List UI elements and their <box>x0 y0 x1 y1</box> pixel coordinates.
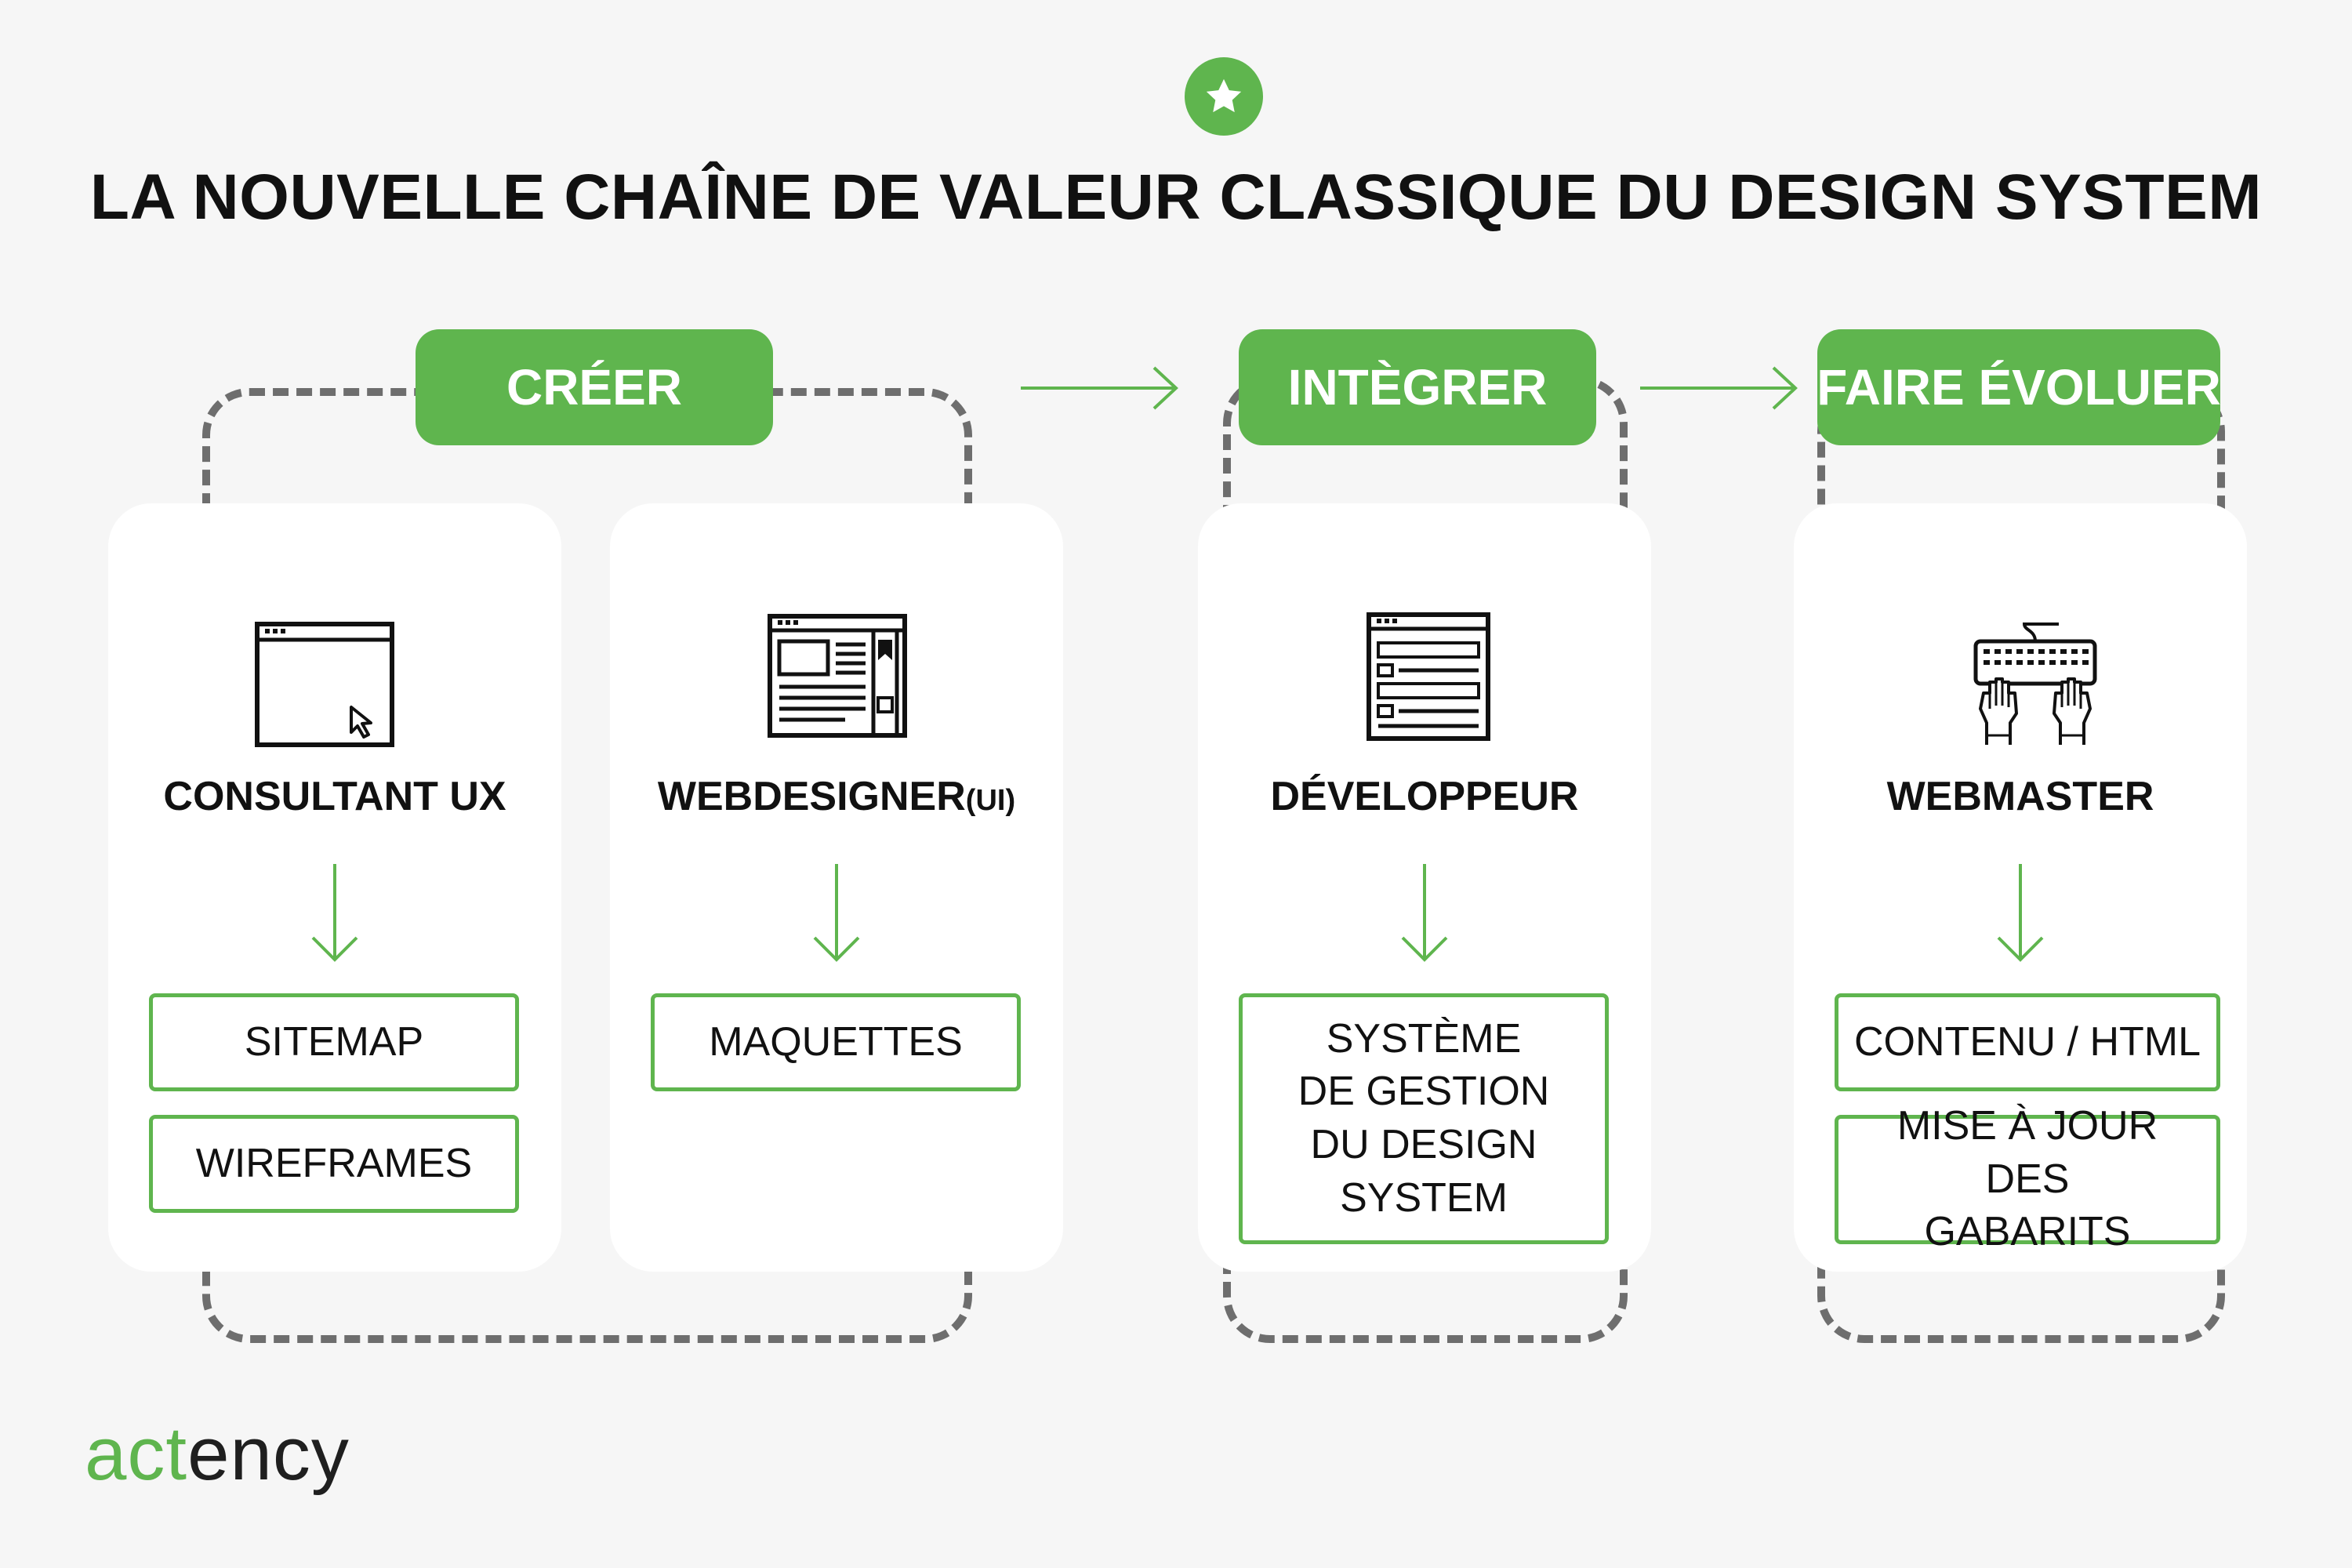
role-name: WEBMASTER <box>1886 774 2154 819</box>
role-card-developpeur: DÉVELOPPEUR SYSTÈME DE GESTION DU DESIGN… <box>1198 503 1651 1272</box>
phase-integrer: INTÈGRER <box>1239 329 1596 445</box>
keyboard-hands-icon <box>1973 621 2098 748</box>
star-badge <box>1185 57 1263 136</box>
web-layout-icon <box>767 613 908 739</box>
role-name-text: WEBDESIGNER <box>657 774 966 819</box>
role-suffix: (UI) <box>965 784 1016 817</box>
role-card-webdesigner: WEBDESIGNER(UI) MAQUETTES <box>610 503 1063 1272</box>
actency-logo: actency <box>85 1411 350 1497</box>
logo-part-1: act <box>85 1412 188 1496</box>
arrow-down-icon <box>813 864 860 962</box>
browser-window-cursor-icon <box>254 621 395 748</box>
deliverable-sitemap: SITEMAP <box>149 993 519 1091</box>
role-card-consultant-ux: CONSULTANT UX SITEMAP WIREFRAMES <box>108 503 561 1272</box>
arrow-right-icon <box>1021 366 1178 410</box>
role-name: WEBDESIGNER(UI) <box>610 773 1063 820</box>
arrow-down-icon <box>311 864 358 962</box>
deliverable-mise-a-jour: MISE À JOUR DES GABARITS <box>1835 1103 2220 1254</box>
arrow-down-icon <box>1997 864 2044 962</box>
phase-faire-evoluer: FAIRE ÉVOLUER <box>1817 329 2221 445</box>
star-icon <box>1206 78 1242 113</box>
deliverable-wireframes: WIREFRAMES <box>149 1115 519 1213</box>
browser-code-icon <box>1366 612 1491 742</box>
page-title: LA NOUVELLE CHAÎNE DE VALEUR CLASSIQUE D… <box>89 162 2263 233</box>
deliverable-maquettes: MAQUETTES <box>651 993 1021 1091</box>
arrow-right-icon <box>1640 366 1798 410</box>
arrow-down-icon <box>1401 864 1448 962</box>
deliverable-systeme-gestion: SYSTÈME DE GESTION DU DESIGN SYSTEM <box>1239 993 1609 1244</box>
role-name: DÉVELOPPEUR <box>1270 774 1579 819</box>
deliverable-contenu-html: CONTENU / HTML <box>1835 993 2220 1091</box>
logo-part-2: ency <box>187 1412 350 1496</box>
role-card-webmaster: WEBMASTER CONTENU / HTML MISE À JOUR DES… <box>1794 503 2247 1272</box>
role-name: CONSULTANT UX <box>163 774 506 819</box>
phase-creer: CRÉER <box>416 329 773 445</box>
